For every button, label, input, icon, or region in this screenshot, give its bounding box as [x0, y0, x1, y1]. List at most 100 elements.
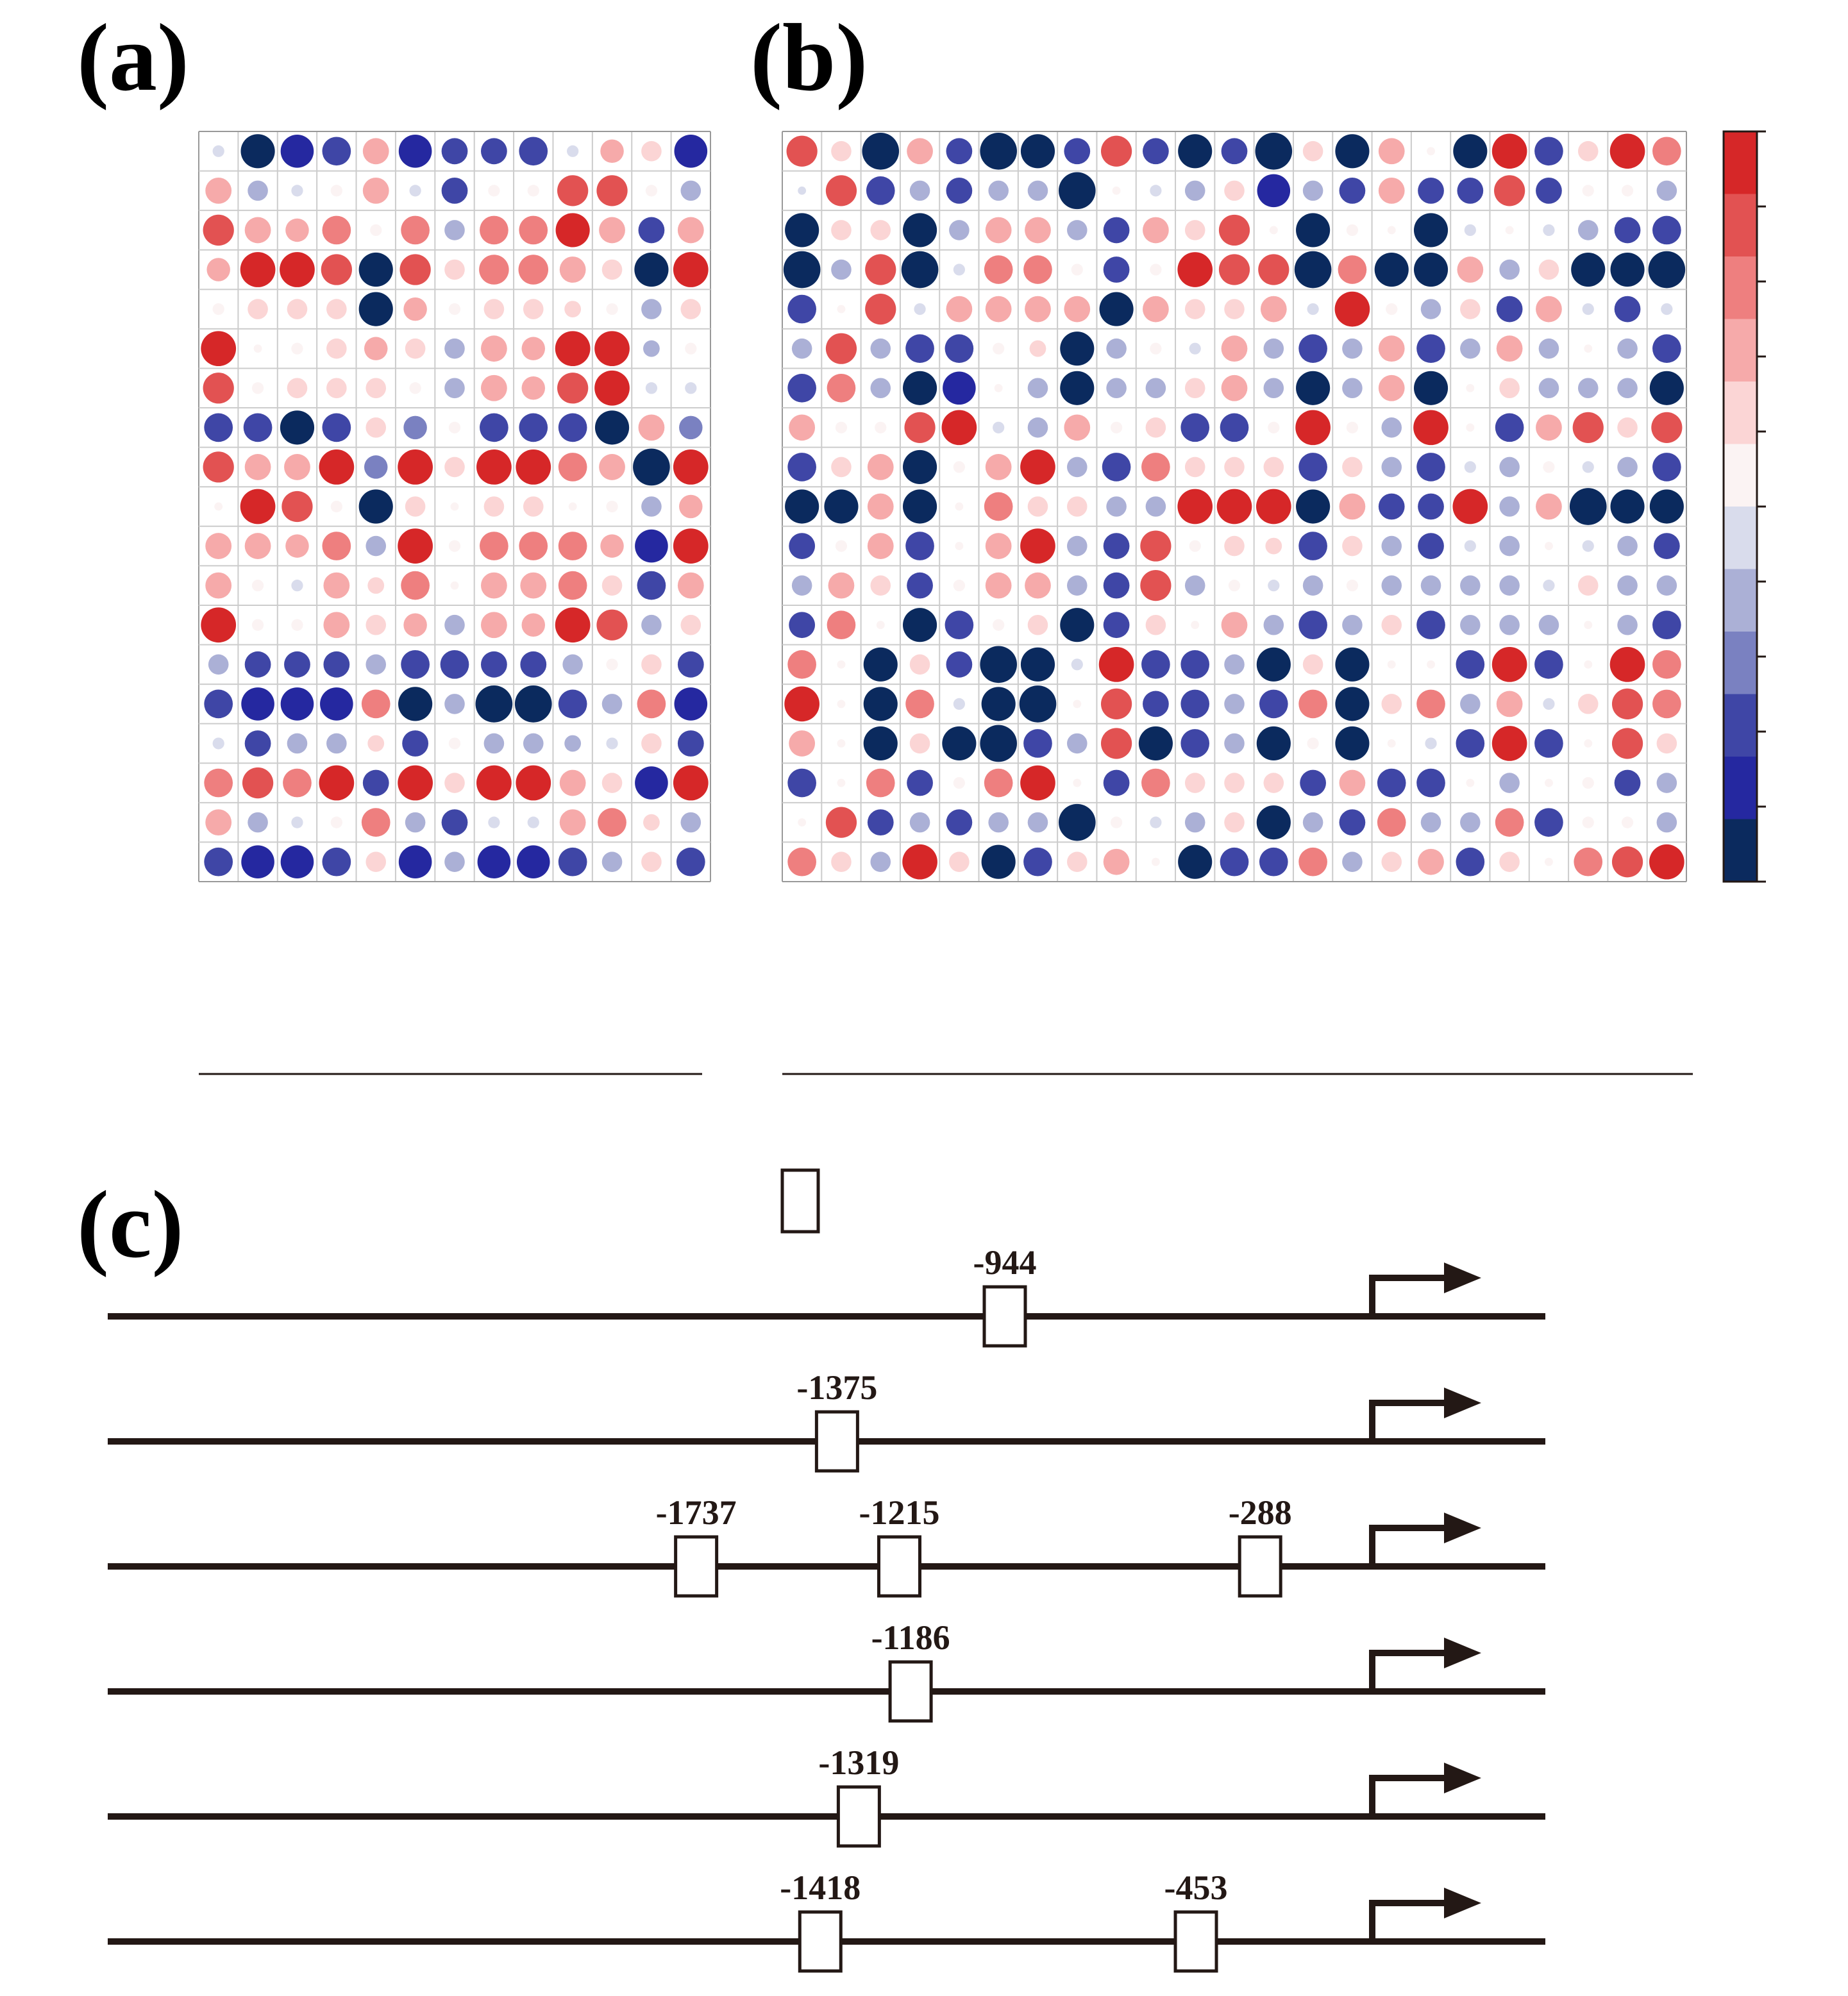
arrow-head-icon	[1444, 1262, 1481, 1293]
heatmap-cell	[1649, 844, 1684, 880]
heatmap-cell	[870, 378, 891, 399]
heatmap-cell	[594, 331, 630, 367]
heatmap-cell	[994, 383, 1003, 392]
heatmap-cell	[1025, 217, 1051, 244]
heatmap-cell	[1617, 338, 1638, 359]
heatmap-cell	[1543, 698, 1555, 710]
heatmap-cell	[1058, 172, 1096, 210]
heatmap-cell	[243, 413, 273, 442]
heatmap-cell	[1460, 575, 1481, 596]
heatmap-cell	[280, 134, 314, 168]
heatmap-cell	[835, 421, 848, 433]
heatmap-cell	[1536, 493, 1562, 520]
heatmap-cell	[488, 816, 500, 828]
heatmap-cell	[1571, 252, 1606, 287]
heatmap-cell	[1413, 371, 1449, 405]
heatmap-cell	[399, 254, 431, 285]
heatmap-cell	[557, 175, 589, 206]
heatmap-cell	[641, 851, 662, 873]
heatmap-cell	[1256, 805, 1291, 840]
heatmap-cell	[1073, 700, 1082, 709]
heatmap-cell	[521, 376, 546, 400]
heatmap-cell	[1617, 378, 1638, 399]
heatmap-cell	[1536, 177, 1562, 204]
heatmap-cell	[1494, 175, 1525, 206]
heatmap-cell	[280, 687, 314, 721]
heatmap-cell	[1610, 489, 1645, 524]
heatmap-cell	[1416, 689, 1445, 719]
heatmap-cell	[876, 621, 885, 630]
heatmap-cell	[1617, 535, 1638, 557]
heatmap-cell	[1386, 303, 1398, 315]
heatmap-cell	[909, 654, 930, 675]
heatmap-cell	[946, 651, 973, 678]
heatmap-cell	[284, 454, 310, 480]
heatmap-cell	[1302, 812, 1323, 833]
heatmap-cell	[1534, 808, 1563, 837]
heatmap-cell	[1661, 303, 1673, 315]
heatmap-cell	[1495, 808, 1524, 837]
heatmap-cell	[323, 651, 350, 678]
heatmap-cell	[909, 733, 930, 754]
promoter-map: -944-1375-1737-1215-288-1186-1319-1418-4…	[108, 1168, 1545, 1973]
heatmap-cell	[866, 768, 895, 798]
heatmap-cell	[558, 571, 587, 600]
heatmap-cell	[600, 534, 624, 558]
heatmap-cell	[1536, 414, 1562, 441]
heatmap-cell	[1611, 846, 1643, 878]
heatmap-cell	[1649, 489, 1684, 524]
legend-box-icon	[780, 1168, 820, 1234]
heatmap-cell	[677, 730, 704, 757]
heatmap-cell	[862, 132, 900, 170]
colorbar-bin	[1724, 194, 1757, 257]
heatmap-cell	[1102, 453, 1131, 482]
heatmap-cell	[1141, 453, 1170, 482]
heatmap-cell	[483, 496, 505, 517]
heatmap-cell	[520, 651, 547, 678]
heatmap-cell	[1300, 769, 1326, 796]
heatmap-cell	[606, 303, 618, 315]
heatmap-cell	[863, 726, 898, 761]
heatmap-cell-wall	[198, 131, 711, 1075]
heatmap-cell	[1544, 542, 1553, 551]
heatmap-cell	[606, 658, 618, 671]
heatmap-cell	[244, 651, 271, 678]
heatmap-cell	[789, 414, 816, 441]
heatmap-cell	[1456, 650, 1485, 679]
heatmap-cell	[1298, 689, 1327, 719]
heatmap-cell	[1145, 496, 1166, 517]
heatmap-cell	[1224, 180, 1245, 201]
heatmap-cell	[680, 812, 701, 833]
heatmap-cell	[326, 299, 347, 319]
heatmap-cell	[330, 185, 342, 197]
heatmap-cell	[1060, 371, 1095, 405]
heatmap-cell	[212, 145, 224, 157]
heatmap-cell	[1296, 489, 1331, 524]
heatmap-cell	[1339, 177, 1366, 204]
heatmap-cell	[1413, 410, 1449, 446]
binding-site-box	[1173, 1910, 1218, 1973]
heatmap-cell	[1224, 694, 1245, 714]
panel-label-a: (a)	[77, 4, 189, 111]
heatmap-cell	[1224, 654, 1245, 675]
binding-site-box	[814, 1410, 859, 1473]
heatmap-cell	[1143, 296, 1169, 323]
heatmap-cell	[1652, 137, 1681, 166]
heatmap-cell	[362, 769, 389, 796]
heatmap-cell	[1184, 220, 1205, 240]
heatmap-cell	[1656, 180, 1677, 201]
heatmap-cell	[1224, 773, 1245, 793]
site-position-label: -288	[1229, 1493, 1292, 1532]
heatmap-cell	[946, 177, 973, 204]
heatmap-cell	[638, 217, 665, 244]
heatmap-cell	[866, 176, 895, 205]
heatmap-cell	[946, 296, 973, 323]
heatmap-cell	[480, 532, 508, 560]
colorbar-bin	[1724, 444, 1757, 507]
heatmap-cell	[1499, 773, 1520, 793]
heatmap-cell	[785, 213, 819, 247]
heatmap-cell	[1543, 224, 1555, 237]
heatmap-cell	[1180, 413, 1210, 442]
heatmap-cell	[1335, 647, 1370, 682]
heatmap-cell	[638, 414, 665, 441]
